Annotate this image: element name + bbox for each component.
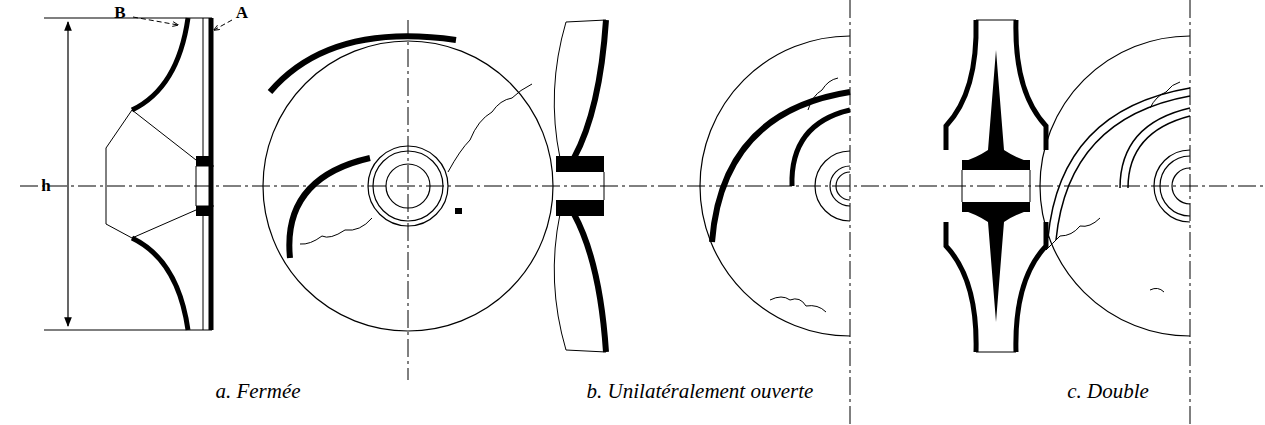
axis-line <box>1190 0 1191 425</box>
double-impeller-front <box>1040 36 1190 336</box>
figure-caption: b. Unilatéralement ouverte <box>585 380 816 403</box>
open-impeller-front <box>700 36 850 336</box>
figure-caption: a. Fermée <box>213 380 302 403</box>
closed-impeller-section <box>44 17 232 330</box>
figure-caption: c. Double <box>1065 380 1151 403</box>
axis-line <box>850 0 851 425</box>
closed-impeller-front <box>263 36 553 331</box>
open-impeller-section <box>554 20 606 352</box>
axis-line <box>20 186 1265 187</box>
double-impeller-section <box>946 20 1046 352</box>
view-letter: A <box>234 4 250 23</box>
view-letter: B <box>112 4 127 23</box>
axis-line <box>408 20 409 380</box>
dimension-label: h <box>39 177 52 196</box>
